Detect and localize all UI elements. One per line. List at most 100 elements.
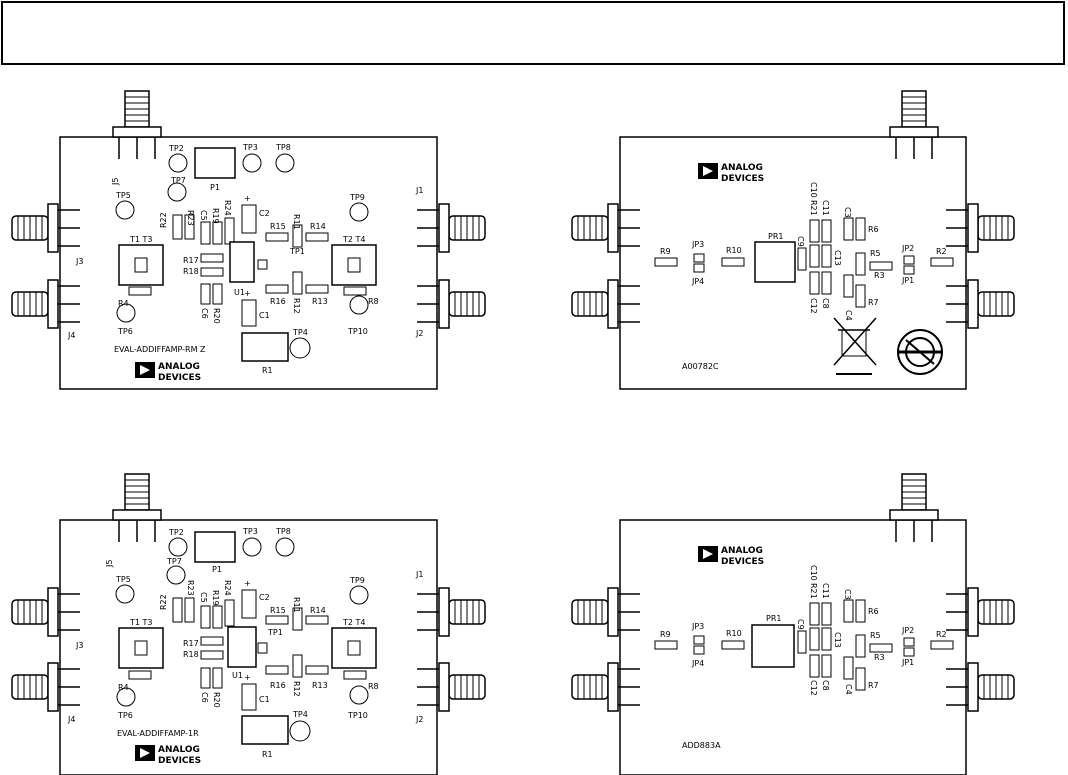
transformer-core <box>134 257 148 273</box>
label-r13: R13 <box>312 681 328 690</box>
resistor-r7 <box>855 284 866 308</box>
label-tp7: TP7 <box>170 176 186 185</box>
capacitor-c2 <box>241 589 257 619</box>
jumper-jp2 <box>903 637 915 647</box>
label-c13: C13 <box>833 632 842 648</box>
header-p1 <box>194 147 236 179</box>
label-tp3: TP3 <box>242 143 258 152</box>
board-bottom-right: ANALOG DEVICES R9 JP3 JP4 R10 PR1 C9 R21… <box>571 473 1015 775</box>
capacitor-c5 <box>200 605 211 629</box>
label-t1-t3: T1 T3 <box>129 618 153 627</box>
label-j2: J2 <box>415 715 423 724</box>
label-tp4: TP4 <box>292 328 308 337</box>
label-t1-t3: T1 T3 <box>129 235 153 244</box>
label-c12: C12 <box>809 298 818 314</box>
testpoint-tp3 <box>242 537 262 557</box>
resistor-r19 <box>212 605 223 629</box>
label-c6: C6 <box>200 692 209 703</box>
resistor-r12 <box>292 654 303 678</box>
resistor-r16 <box>265 284 289 294</box>
board-label: EVAL-ADDIFFAMP-1R <box>117 729 199 738</box>
capacitor-c13a <box>809 244 820 268</box>
resistor-r8 <box>343 286 367 296</box>
logo-line1: ANALOG <box>158 362 200 372</box>
logo-line1: ANALOG <box>721 163 763 173</box>
label-jp2: JP2 <box>901 244 914 253</box>
label-c3: C3 <box>843 589 852 600</box>
label-c8: C8 <box>821 680 830 691</box>
label-r6: R6 <box>868 607 879 616</box>
component-pad <box>257 259 268 270</box>
board-label: A00782C <box>682 362 719 371</box>
capacitor-c3 <box>843 217 854 241</box>
label-u1: U1 <box>234 288 245 297</box>
label-tp9: TP9 <box>349 576 365 585</box>
resistor-r17 <box>200 253 224 263</box>
label-r19: R19 <box>211 590 220 606</box>
resistor-r15 <box>265 232 289 242</box>
resistor-r1 <box>241 332 289 362</box>
capacitor-c6 <box>200 283 211 305</box>
capacitor-c1 <box>241 299 257 327</box>
label-r2: R2 <box>936 247 947 256</box>
resistor-r24 <box>224 217 235 245</box>
label-r18: R18 <box>183 267 199 276</box>
resistor-r9 <box>654 640 678 650</box>
component-pad <box>257 642 268 654</box>
capacitor-c4-pad <box>843 274 854 298</box>
label-r21: R21 <box>809 200 818 216</box>
label-tp8: TP8 <box>275 143 291 152</box>
weee-bin-icon <box>833 317 877 375</box>
label-c1: C1 <box>259 311 270 320</box>
resistor-r2 <box>930 640 954 650</box>
label-tp1: TP1 <box>289 247 305 256</box>
testpoint-tp4 <box>289 720 311 742</box>
label-r5: R5 <box>870 631 881 640</box>
resistor-r16 <box>265 665 289 675</box>
capacitor-c4-pad <box>843 656 854 680</box>
label-r4: R4 <box>118 683 129 692</box>
logo-line2: DEVICES <box>721 557 764 567</box>
label-c5: C5 <box>199 592 208 603</box>
plus-c1: + <box>244 289 251 298</box>
resistor-r23 <box>184 597 195 623</box>
board-label: EVAL-ADDIFFAMP-RM Z <box>114 345 206 354</box>
capacitor-c2 <box>241 204 257 234</box>
label-r17: R17 <box>183 639 199 648</box>
board-top-left: J5 J3 J4 J1 J2 TP2 TP7 TP3 TP8 TP5 TP9 T… <box>11 90 486 390</box>
label-r15: R15 <box>270 606 286 615</box>
label-j1: J1 <box>415 570 423 579</box>
logo-line1: ANALOG <box>721 546 763 556</box>
label-r10: R10 <box>726 246 742 255</box>
label-r20: R20 <box>212 308 221 324</box>
resistor-r15 <box>265 615 289 625</box>
label-r17: R17 <box>183 256 199 265</box>
label-r7: R7 <box>868 298 879 307</box>
label-r16: R16 <box>270 681 286 690</box>
label-t2-t4: T2 T4 <box>342 235 366 244</box>
testpoint-tp7 <box>167 182 187 202</box>
recycle-mark-icon <box>897 329 943 375</box>
label-r3: R3 <box>874 271 885 280</box>
ic-pr1 <box>751 624 795 668</box>
capacitor-c5 <box>200 221 211 245</box>
resistor-r3 <box>869 643 893 653</box>
label-r3: R3 <box>874 653 885 662</box>
label-c8: C8 <box>821 298 830 309</box>
capacitor-c13 <box>821 244 832 268</box>
testpoint-tp5 <box>115 200 135 220</box>
resistor-r14 <box>305 615 329 625</box>
label-r9: R9 <box>660 247 671 256</box>
resistor-r9 <box>654 257 678 267</box>
resistor-r17 <box>200 636 224 646</box>
label-r20: R20 <box>212 692 221 708</box>
label-r4: R4 <box>118 299 129 308</box>
capacitor-c12 <box>809 271 820 295</box>
testpoint-tp9 <box>349 585 369 605</box>
capacitor-c6 <box>200 667 211 689</box>
resistor-r11 <box>292 224 303 248</box>
testpoint-tp7 <box>166 565 186 585</box>
logo-line2: DEVICES <box>158 373 201 383</box>
resistor-r6 <box>855 599 866 623</box>
resistor-r18 <box>200 650 224 660</box>
